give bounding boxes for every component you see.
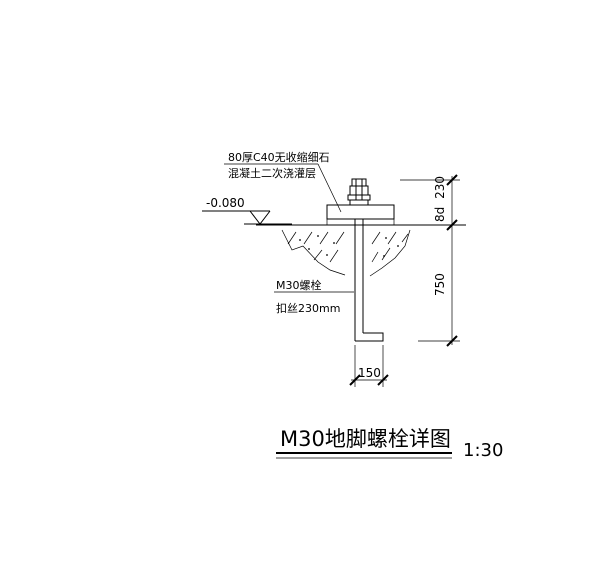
anchor-bolt: [347, 178, 384, 342]
bolt-note-line2: 扣丝230mm: [276, 301, 340, 315]
base-plate: [326, 204, 395, 225]
title-block: M30地脚螺栓详图 1:30: [276, 427, 503, 461]
bolt-note-line1: M30螺栓: [276, 278, 322, 292]
horizontal-dimension: 150: [349, 345, 389, 387]
drawing-title: M30地脚螺栓详图: [280, 427, 451, 451]
elevation-text: -0.080: [206, 196, 245, 210]
dim-top-value: 230: [433, 176, 447, 199]
grout-note-line2: 混凝土二次浇灌层: [228, 166, 316, 180]
grout-note: 80厚C40无收缩细石 混凝土二次浇灌层: [224, 150, 342, 213]
drawing-scale: 1:30: [463, 440, 503, 461]
elevation-marker: -0.080: [202, 196, 292, 225]
dim-embed-text: 750: [433, 273, 447, 296]
bolt-note: M30螺栓 扣丝230mm: [274, 278, 354, 315]
concrete-hatch: [281, 229, 411, 277]
dim-top-prefix: 8d: [433, 207, 447, 222]
vertical-dimensions: 8d 230 750: [400, 174, 466, 347]
grout-note-line1: 80厚C40无收缩细石: [228, 150, 330, 164]
dim-top-text: 8d 230: [433, 176, 447, 222]
dim-hook-text: 150: [358, 366, 381, 380]
